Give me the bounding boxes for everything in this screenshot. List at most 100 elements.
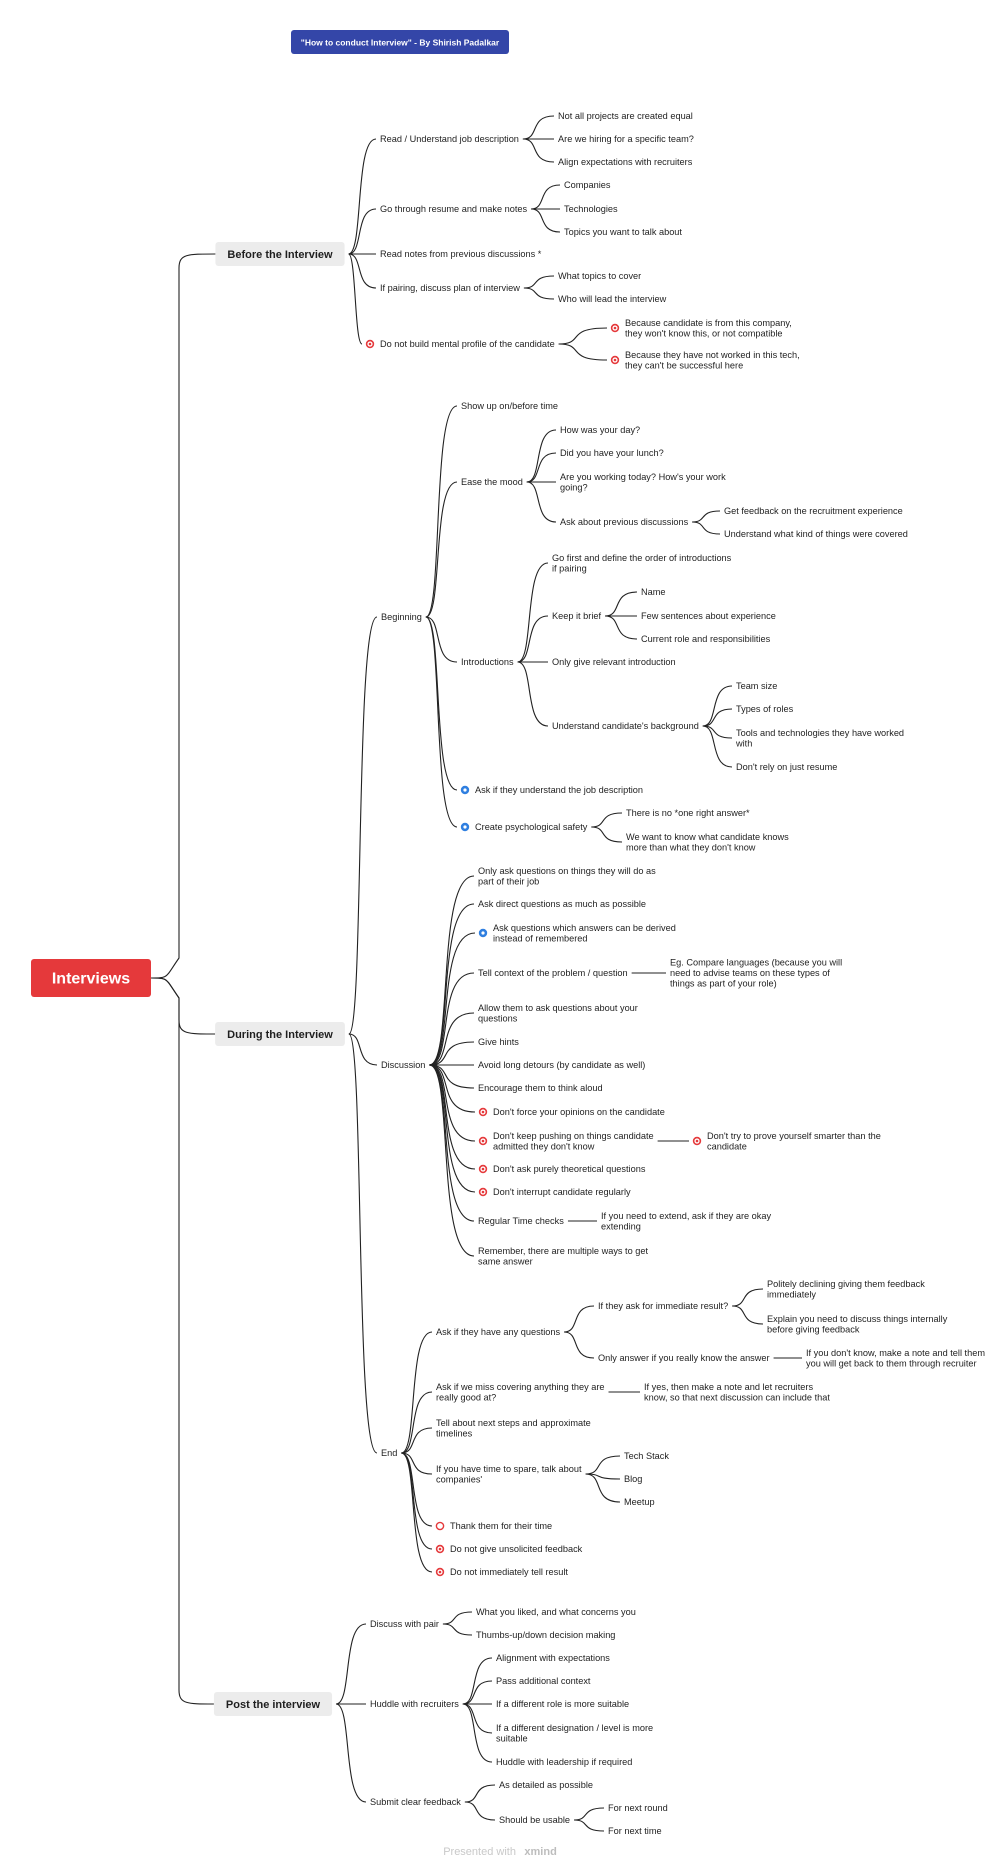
node-for-next-round: For next round [608, 1803, 668, 1813]
connector-line [558, 327, 608, 345]
node-as-detailed-as-possible: As detailed as possible [499, 1780, 593, 1790]
connector-line [348, 208, 377, 255]
node-align-expectations-with-recruiters: Align expectations with recruiters [558, 157, 693, 167]
connector-line [401, 1452, 433, 1573]
node-don-t-ask-purely-theoretical-questions: Don't ask purely theoretical questions [493, 1164, 646, 1174]
node-read-notes-from-previous-discussions: Read notes from previous discussions * [380, 249, 542, 259]
connector-line [526, 452, 557, 483]
node-are-we-hiring-for-a-specific-team: Are we hiring for a specific team? [558, 134, 694, 144]
node-thumbs-up-down-decision-making: Thumbs-up/down decision making [476, 1630, 615, 1640]
red-ring-icon [435, 1521, 445, 1531]
connector-line [150, 253, 216, 979]
node-get-feedback-on-the-recruitment-experien: Get feedback on the recruitment experien… [724, 506, 903, 516]
node-huddle-with-leadership-if-required: Huddle with leadership if required [496, 1757, 632, 1767]
node-if-you-need-to-extend-ask-if-they-are-ok: If you need to extend, ask if they are o… [601, 1211, 771, 1232]
node-blog: Blog [624, 1474, 642, 1484]
node-keep-it-brief: Keep it brief [552, 611, 601, 621]
connector-line [522, 115, 555, 140]
node-encourage-them-to-think-aloud: Encourage them to think aloud [478, 1083, 603, 1093]
title-badge-background [291, 30, 509, 54]
node-don-t-interrupt-candidate-regularly: Don't interrupt candidate regularly [493, 1187, 631, 1197]
node-did-you-have-your-lunch: Did you have your lunch? [560, 448, 664, 458]
connector-line [429, 1064, 475, 1089]
node-do-not-give-unsolicited-feedback: Do not give unsolicited feedback [450, 1544, 583, 1554]
red-target-icon [610, 355, 620, 365]
title-badge: "How to conduct Interview" - By Shirish … [291, 30, 509, 54]
node-ease-the-mood: Ease the mood [461, 477, 523, 487]
node-create-psychological-safety: Create psychological safety [475, 822, 588, 832]
node-there-is-no-one-right-answer: There is no *one right answer* [626, 808, 750, 818]
node-meetup: Meetup [624, 1497, 655, 1507]
connector-line [429, 1064, 476, 1113]
node-end: End [381, 1448, 397, 1458]
connector-line [732, 1305, 764, 1325]
node-read-understand-job-description: Read / Understand job description [380, 134, 519, 144]
node-few-sentences-about-experience: Few sentences about experience [641, 611, 776, 621]
connector-line [517, 661, 549, 727]
connector-line [401, 1452, 433, 1527]
connector-line [401, 1452, 433, 1475]
connector-line [564, 1331, 595, 1359]
node-if-you-don-t-know-make-a-note-and-tell-t: If you don't know, make a note and tell … [806, 1348, 985, 1369]
connector-line [531, 208, 561, 233]
node-if-a-different-designation-level-is-more: If a different designation / level is mo… [496, 1723, 653, 1744]
connector-line [442, 1611, 473, 1625]
connector-line [462, 1703, 493, 1734]
node-companies: Companies [564, 180, 611, 190]
connector-line [692, 510, 721, 523]
node-ask-if-we-miss-covering-anything-they-ar: Ask if we miss covering anything they ar… [436, 1382, 605, 1403]
connector-line [702, 685, 733, 727]
connector-line [531, 184, 561, 210]
node-show-up-on-before-time: Show up on/before time [461, 401, 558, 411]
connector-line [429, 1064, 475, 1257]
svg-text:Presented with xmind: Presented with xmind [443, 1842, 557, 1859]
connector-line [425, 481, 458, 618]
node-don-t-rely-on-just-resume: Don't rely on just resume [736, 762, 837, 772]
node-ask-questions-which-answers-can-be-deriv: Ask questions which answers can be deriv… [493, 923, 676, 944]
connector-line [335, 1623, 367, 1705]
connector-line [425, 405, 458, 618]
connector-line [591, 812, 623, 828]
node-beginning: Beginning [381, 612, 422, 622]
node-huddle-with-recruiters: Huddle with recruiters [370, 1699, 459, 1709]
connector-line [558, 343, 608, 361]
node-current-role-and-responsibilities: Current role and responsibilities [641, 634, 771, 644]
connector-line [425, 616, 458, 828]
connector-line [462, 1703, 493, 1763]
section-label: During the Interview [227, 1029, 333, 1041]
connector-line [522, 138, 555, 163]
red-target-icon [478, 1187, 488, 1197]
connector-line [429, 903, 475, 1066]
connector-line [150, 977, 216, 1035]
node-do-not-build-mental-profile-of-the-candi: Do not build mental profile of the candi… [380, 339, 555, 349]
section-post-the-interview: Post the interview [213, 1692, 333, 1716]
connector-line [348, 616, 378, 1035]
node-only-give-relevant-introduction: Only give relevant introduction [552, 657, 676, 667]
node-go-first-and-define-the-order-of-introdu: Go first and define the order of introdu… [552, 553, 732, 574]
connector-line [348, 1033, 378, 1066]
connector-line [401, 1427, 433, 1454]
node-explain-you-need-to-discuss-things-inter: Explain you need to discuss things inter… [767, 1314, 948, 1335]
node-what-topics-to-cover: What topics to cover [558, 271, 641, 281]
connector-line [464, 1784, 496, 1803]
node-give-hints: Give hints [478, 1037, 519, 1047]
node-topics-you-want-to-talk-about: Topics you want to talk about [564, 227, 682, 237]
footer-prefix: Presented with [443, 1846, 516, 1858]
node-not-all-projects-are-created-equal: Not all projects are created equal [558, 111, 693, 121]
node-types-of-roles: Types of roles [736, 704, 794, 714]
node-ask-if-they-have-any-questions: Ask if they have any questions [436, 1327, 561, 1337]
node-thank-them-for-their-time: Thank them for their time [450, 1521, 552, 1531]
node-if-pairing-discuss-plan-of-interview: If pairing, discuss plan of interview [380, 283, 520, 293]
node-do-not-immediately-tell-result: Do not immediately tell result [450, 1567, 568, 1577]
connector-line [585, 1455, 621, 1475]
node-if-a-different-role-is-more-suitable: If a different role is more suitable [496, 1699, 629, 1709]
node-how-was-your-day: How was your day? [560, 425, 640, 435]
node-understand-what-kind-of-things-were-cove: Understand what kind of things were cove… [724, 529, 908, 539]
